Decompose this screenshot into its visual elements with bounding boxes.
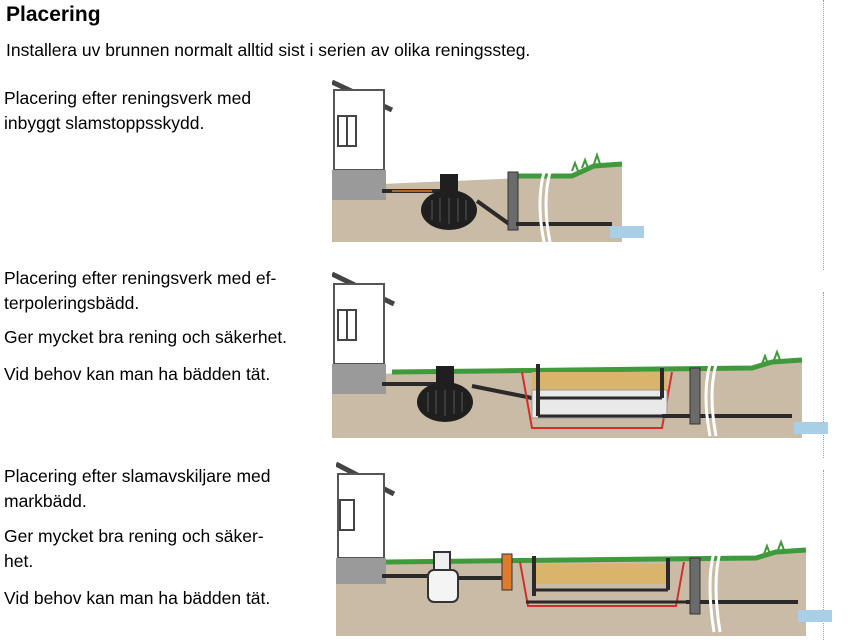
section-3-line-2: markbädd. — [4, 491, 87, 511]
section-1-line-2: inbyggt slamstoppsskydd. — [4, 113, 205, 133]
intro-text: Installera uv brunnen normalt alltid sis… — [6, 40, 531, 60]
section-3-description: Placering efter slamavskiljare med markb… — [4, 464, 271, 514]
section-2-line-1: Placering efter reningsverk med ef- — [4, 268, 277, 288]
house — [336, 461, 396, 584]
illustration-polishing-bed-placement — [332, 271, 828, 438]
section-3-benefit-line-1: Ger mycket bra rening och säker- — [4, 526, 264, 546]
section-3-note: Vid behov kan man ha bädden tät. — [4, 588, 271, 608]
section-2-description: Placering efter reningsverk med ef- terp… — [4, 266, 276, 316]
margin-guide-line — [823, 292, 824, 458]
illustration-treatment-plant-placement — [332, 79, 644, 242]
margin-guide-line — [823, 0, 824, 270]
septic-tank — [382, 551, 513, 603]
section-3-line-1: Placering efter slamavskiljare med — [4, 466, 271, 486]
section-2-note: Vid behov kan man ha bädden tät. — [4, 364, 271, 384]
treatment-tank — [382, 366, 533, 422]
section-2-line-2: terpoleringsbädd. — [4, 293, 140, 313]
section-3-benefit-line-2: het. — [4, 551, 34, 571]
page-title: Placering — [6, 3, 101, 26]
section-1-line-1: Placering efter reningsverk med — [4, 88, 252, 108]
polishing-bed — [521, 364, 673, 429]
uv-well — [662, 363, 792, 437]
treatment-tank — [421, 174, 477, 230]
section-1-description: Placering efter reningsverk med inbyggt … — [4, 86, 251, 136]
illustration-soil-bed-placement — [336, 461, 832, 636]
section-2-benefit: Ger mycket bra rening och säkerhet. — [4, 327, 288, 347]
soil-bed — [519, 556, 686, 607]
uv-well — [686, 551, 798, 633]
section-3-benefit: Ger mycket bra rening och säker- het. — [4, 524, 264, 574]
margin-guide-line — [823, 470, 824, 640]
uv-well — [475, 171, 612, 242]
house — [332, 79, 394, 200]
house — [332, 271, 396, 394]
